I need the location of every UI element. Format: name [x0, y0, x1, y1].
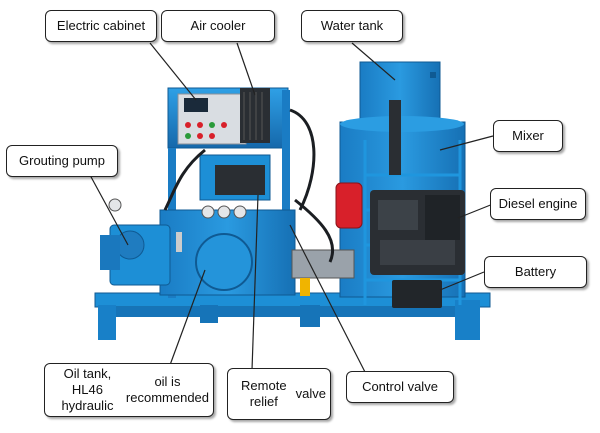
- hoses: [163, 108, 335, 263]
- label-control-valve: Control valve: [346, 371, 454, 403]
- label-battery: Battery: [484, 256, 587, 288]
- label-water-tank: Water tank: [301, 10, 403, 42]
- label-air-cooler: Air cooler: [161, 10, 275, 42]
- label-oil-tank-line1: Oil tank, HL46 hydraulic: [61, 365, 114, 414]
- air-cooler: [240, 88, 270, 143]
- oil-tank: [159, 205, 296, 296]
- frame-post-right: [282, 90, 290, 290]
- leader-lines: [89, 42, 494, 373]
- label-oil-tank: Oil tank, HL46 hydraulic oil is recommen…: [44, 363, 214, 417]
- red-tank: [335, 182, 363, 229]
- label-diesel-engine: Diesel engine: [490, 188, 586, 220]
- hydraulic-block: [199, 154, 271, 201]
- control-valve-block: [291, 249, 355, 296]
- label-electric-cabinet: Electric cabinet: [45, 10, 157, 42]
- label-oil-tank-line2: oil is recommended: [125, 373, 210, 405]
- label-mixer: Mixer: [493, 120, 563, 152]
- battery-block: [392, 280, 442, 308]
- label-remote-relief-line2: valve: [295, 385, 326, 401]
- label-grouting-pump: Grouting pump: [6, 145, 118, 177]
- label-remote-relief-line1: Remote relief: [241, 377, 287, 409]
- label-remote-relief-valve: Remote relief valve: [227, 368, 331, 420]
- diesel-engine: [370, 190, 465, 275]
